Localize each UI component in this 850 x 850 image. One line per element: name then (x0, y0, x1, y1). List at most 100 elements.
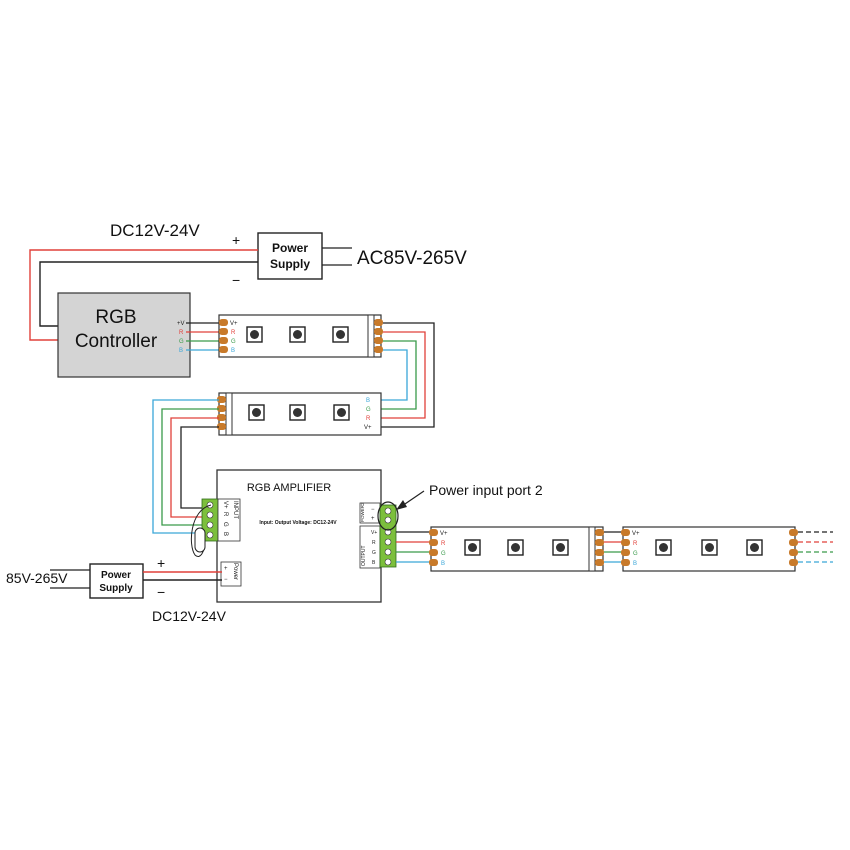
strip1-pin-g: G (231, 339, 236, 345)
strip3-right-pads (595, 529, 604, 566)
controller-pin-g: G (179, 339, 184, 345)
bottom-dc-voltage-label: DC12V-24V (152, 608, 227, 624)
strip2-pin-g: G (366, 407, 371, 413)
strip2-pin-r: R (366, 416, 371, 422)
power2-pin-minus: − (371, 507, 375, 513)
amplifier-output-terminal: POWER2 − + OUTPUT V+ R G B (359, 502, 397, 569)
strip3-led-3 (552, 539, 569, 556)
strip1-led-3 (332, 326, 349, 343)
strip2-to-amplifier-wires (152, 399, 219, 534)
amplifier-title: RGB AMPLIFIER (247, 482, 331, 494)
strip3-pin-r: R (441, 541, 446, 547)
strip2-led-2 (289, 404, 306, 421)
power-pin-minus: − (224, 577, 228, 583)
strip4-left-pads (621, 529, 630, 566)
amplifier-to-strip3-wires (396, 531, 431, 563)
callout-text: Power input port 2 (429, 482, 543, 498)
led-strip-1: V+ R G B (218, 314, 383, 358)
output-pin-g: G (372, 550, 376, 556)
strip4-led-2 (701, 539, 718, 556)
strip1-right-pads (374, 319, 383, 353)
top-power-supply-text-1: Power (272, 241, 308, 255)
amplifier-box (216, 469, 382, 603)
amplifier-power-terminal: Power + − (220, 561, 242, 587)
strip3-pin-v: V+ (440, 531, 448, 537)
top-dc-voltage-label: DC12V-24V (110, 221, 200, 240)
strip1-to-strip2-wires (381, 322, 435, 428)
strip1-pin-b: B (231, 348, 235, 354)
strip3-led-1 (464, 539, 481, 556)
controller-title-2: Controller (75, 331, 158, 352)
bottom-minus-sign: − (157, 584, 165, 600)
output-pin-b: B (372, 560, 376, 566)
controller-box (57, 292, 191, 378)
strip3-left-pads (429, 529, 438, 566)
strip4-led-3 (746, 539, 763, 556)
strip1-end-cut (367, 314, 375, 358)
controller-pin-r: R (179, 330, 184, 336)
strip2-pin-v: V+ (364, 425, 372, 431)
top-psu-positive-wire (29, 249, 258, 341)
strip2-led-1 (248, 404, 265, 421)
rgb-amplifier: RGB AMPLIFIER Input: Output Voltage: DC1… (190, 469, 399, 603)
strip1-pin-v: V+ (230, 321, 238, 327)
strip1-pin-r: R (231, 330, 236, 336)
top-power-supply-group: DC12V-24V + − Power Supply AC85V-265V (110, 221, 467, 288)
amplifier-spec: Input: Output Voltage: DC12-24V (259, 520, 337, 526)
callout-arrow-head (396, 500, 407, 510)
bottom-ac-voltage-label: 85V-265V (6, 570, 68, 586)
strip1-left-pads (219, 319, 228, 353)
strip2-led-3 (333, 404, 350, 421)
amplifier-loop-cable-clip (194, 527, 206, 553)
bottom-plus-sign: + (157, 555, 165, 571)
led-strip-2: B G R V+ (217, 392, 382, 436)
strip3-end-cut (588, 526, 596, 572)
output-pin-v: V+ (371, 530, 377, 536)
power2-pin-plus: + (371, 516, 375, 522)
top-power-supply-box (257, 232, 323, 280)
bottom-power-supply-text-2: Supply (99, 583, 133, 594)
strip3-pin-g: G (441, 551, 446, 557)
led-strip-4: V+ R G B (621, 526, 798, 572)
power2-label: POWER2 (360, 502, 365, 522)
top-psu-negative-wire (39, 261, 258, 327)
rgb-controller: RGB Controller +V R G B (57, 292, 191, 378)
controller-title-1: RGB (95, 307, 136, 328)
strip4-pin-r: R (633, 541, 638, 547)
amplifier-input-terminal: INPUT V+ R G B (201, 498, 241, 542)
bottom-power-supply-text-1: Power (101, 570, 131, 581)
strip3-pin-b: B (441, 561, 445, 567)
power-input-port-2-highlight (377, 501, 399, 531)
callout-arrow-line (401, 490, 425, 507)
input-pin-r: R (222, 512, 228, 517)
strip4-pin-b: B (633, 561, 637, 567)
strip3-to-strip4-wires (604, 531, 623, 563)
strip4-pin-g: G (633, 551, 638, 557)
continuation-dashed-wires (798, 531, 833, 563)
controller-to-strip1-wires (186, 322, 219, 351)
top-minus-sign: − (232, 272, 240, 288)
top-plus-sign: + (232, 232, 240, 248)
strip4-led-1 (655, 539, 672, 556)
input-pin-b: B (222, 532, 228, 536)
power-input-port-2-callout: Power input port 2 (396, 482, 543, 510)
power-label: Power (232, 563, 238, 580)
controller-pin-v: +V (177, 321, 185, 327)
output-label: OUTPUT (361, 545, 367, 566)
input-label: INPUT (232, 501, 238, 519)
bottom-power-supply-box (89, 563, 144, 599)
strip1-led-2 (289, 326, 306, 343)
strip4-pin-v: V+ (632, 531, 640, 537)
strip3-led-2 (507, 539, 524, 556)
bottom-power-supply-group: 85V-265V Power Supply + − DC12V-24V (6, 555, 227, 624)
led-strip-3: V+ R G B (429, 526, 604, 572)
strip2-pin-b: B (366, 398, 370, 404)
strip1-led-1 (246, 326, 263, 343)
top-power-supply-text-2: Supply (270, 257, 310, 271)
input-pin-g: G (222, 522, 228, 527)
output-pin-r: R (372, 540, 376, 546)
power-pin-plus: + (224, 566, 228, 572)
controller-pin-b: B (179, 348, 183, 354)
strip2-left-pads (217, 396, 226, 430)
